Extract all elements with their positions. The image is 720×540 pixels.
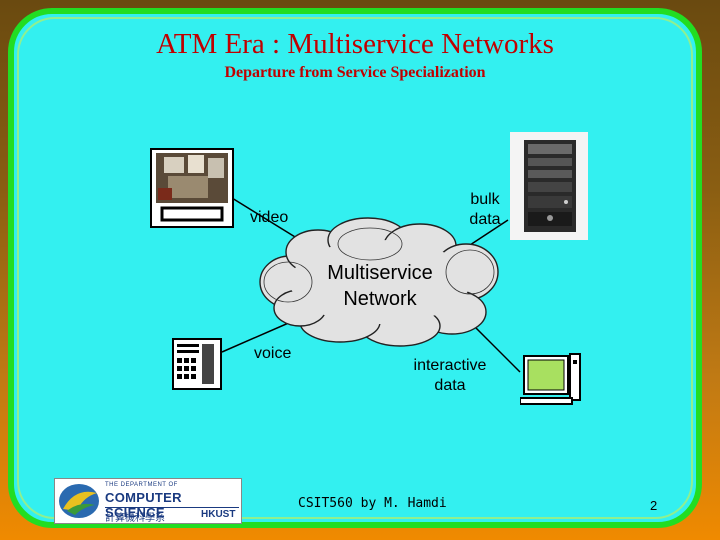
- footer-credit: CSIT560 by M. Hamdi: [298, 496, 447, 511]
- telephone-icon: [172, 338, 222, 390]
- video-monitor-icon: [150, 148, 234, 228]
- cloud-label: Multiservice Network: [327, 262, 433, 310]
- department-logo: THE DEPARTMENT OF COMPUTER SCIENCE 計算機科學…: [54, 478, 242, 524]
- video-label: video: [250, 209, 289, 226]
- logo-line-2: COMPUTER SCIENCE: [105, 490, 182, 520]
- slide-title: ATM Era : Multiservice Networks: [156, 28, 554, 60]
- logo-line-4: HKUST: [201, 509, 236, 520]
- bulk-data-label: bulk data: [469, 191, 501, 228]
- computer-terminal-icon: [520, 353, 581, 405]
- server-rack-icon: [510, 132, 588, 240]
- link-video: [231, 197, 301, 241]
- cloud-icon: [259, 217, 499, 347]
- link-bulk-data: [469, 219, 509, 246]
- page-number: 2: [650, 498, 658, 513]
- logo-line-3: 計算機科學系: [105, 513, 165, 524]
- department-emblem-icon: [59, 484, 99, 518]
- logo-divider: [105, 507, 239, 508]
- interactive-data-label: interactive data: [413, 357, 487, 394]
- logo-line-1: THE DEPARTMENT OF: [105, 482, 178, 488]
- slide-subtitle: Departure from Service Specialization: [224, 64, 486, 81]
- voice-label: voice: [254, 345, 292, 362]
